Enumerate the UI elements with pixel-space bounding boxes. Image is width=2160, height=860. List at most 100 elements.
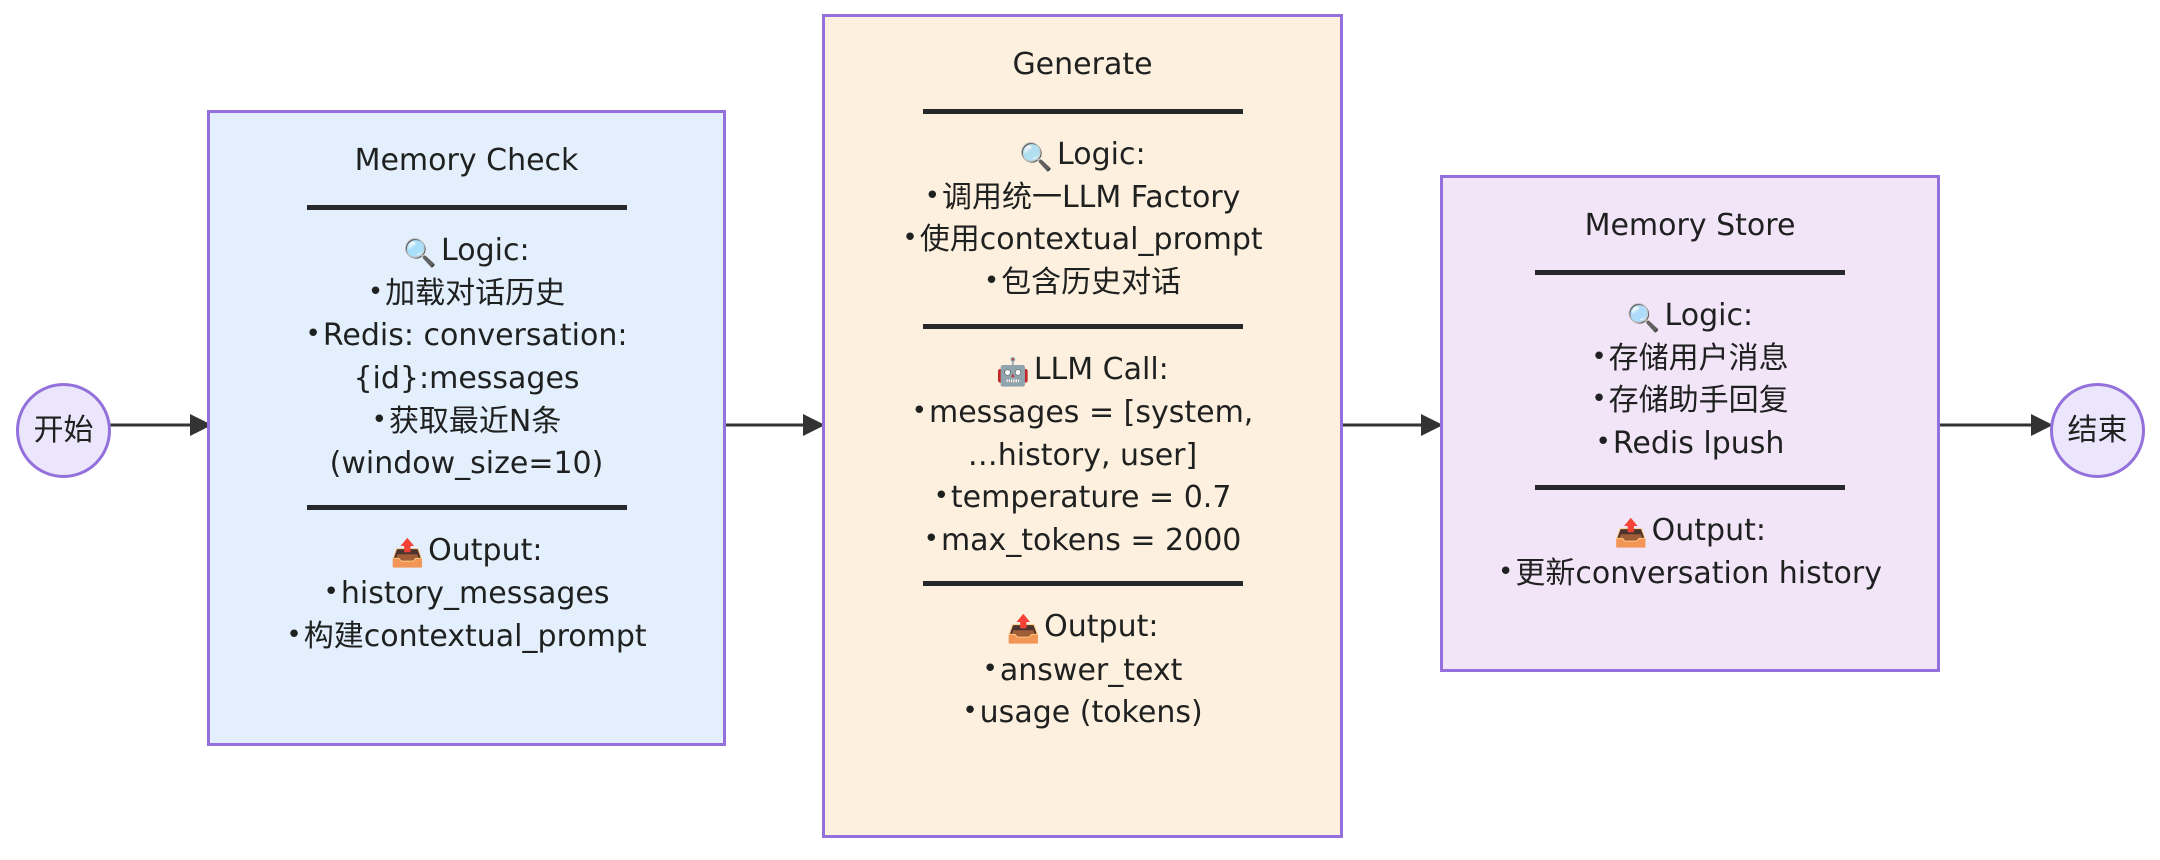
list-item: •存储用户消息 (1453, 338, 1927, 381)
list-item-text: 更新conversation history (1515, 555, 1882, 591)
bullet-icon: • (902, 223, 918, 254)
node-memory-check[interactable]: Memory Check 🔍Logic: •加载对话历史 •Redis: con… (207, 110, 726, 746)
list-item: •加载对话历史 (220, 273, 713, 316)
edge-memory-check-to-generate (723, 414, 825, 436)
node-memory-store[interactable]: Memory Store 🔍Logic: •存储用户消息 •存储助手回复 •Re… (1440, 175, 1940, 672)
outbox-tray-icon: 📤 (390, 537, 425, 569)
list-item: •usage (tokens) (835, 692, 1330, 735)
list-item-text: messages = [system, …history, user] (928, 394, 1254, 473)
list-item-text: 构建contextual_prompt (303, 618, 647, 654)
list-item: •history_messages (220, 573, 713, 616)
list-item: •获取最近N条 (window_size=10) (220, 401, 713, 486)
bullet-icon: • (286, 619, 302, 650)
memory-store-output-heading-label: Output: (1651, 512, 1766, 548)
generate-output-heading: 📤Output: (835, 606, 1330, 649)
node-memory-check-divider-1 (306, 204, 627, 210)
memory-store-output-heading: 📤Output: (1453, 510, 1927, 553)
bullet-icon: • (911, 395, 927, 426)
list-item: •使用contextual_prompt (835, 219, 1330, 262)
magnifier-icon: 🔍 (403, 237, 438, 269)
node-generate[interactable]: Generate 🔍Logic: •调用统一LLM Factory •使用con… (822, 14, 1343, 838)
node-generate-divider-1 (922, 108, 1243, 114)
list-item-text: 存储助手回复 (1608, 383, 1789, 419)
list-item: •更新conversation history (1453, 553, 1927, 596)
node-memory-store-divider-1 (1535, 269, 1845, 275)
list-item-text: usage (tokens) (979, 695, 1203, 731)
outbox-tray-icon: 📤 (1006, 614, 1041, 646)
bullet-icon: • (371, 404, 387, 435)
list-item-text: history_messages (340, 576, 610, 612)
list-item: •构建contextual_prompt (220, 616, 713, 659)
list-item-text: temperature = 0.7 (950, 480, 1232, 516)
node-memory-store-title: Memory Store (1584, 208, 1796, 243)
list-item: •Redis lpush (1453, 423, 1927, 466)
node-memory-check-divider-2 (306, 504, 627, 510)
edge-generate-to-memory-store (1340, 414, 1443, 436)
bullet-icon: • (323, 577, 339, 608)
end-node-label: 结束 (2067, 412, 2128, 448)
memory-check-output-list: •history_messages •构建contextual_prompt (220, 573, 713, 658)
memory-check-logic-list: •加载对话历史 •Redis: conversation: {id}:messa… (220, 273, 713, 486)
bullet-icon: • (1591, 384, 1607, 415)
memory-store-output-list: •更新conversation history (1453, 553, 1927, 596)
generate-llmcall-list: •messages = [system, …history, user] •te… (835, 392, 1330, 562)
bullet-icon: • (924, 180, 940, 211)
list-item-text: 获取最近N条 (window_size=10) (329, 403, 604, 482)
bullet-icon: • (933, 481, 949, 512)
generate-llmcall-heading-label: LLM Call: (1033, 351, 1169, 387)
list-item-text: Redis lpush (1612, 426, 1785, 462)
memory-check-output-heading-label: Output: (428, 532, 543, 568)
edge-start-to-memory-check (108, 414, 212, 436)
list-item-text: 调用统一LLM Factory (941, 179, 1241, 215)
edge-memory-store-to-end (1937, 414, 2053, 436)
node-generate-divider-3 (922, 581, 1243, 587)
list-item: •调用统一LLM Factory (835, 177, 1330, 220)
list-item: •messages = [system, …history, user] (835, 392, 1330, 477)
list-item-text: max_tokens = 2000 (940, 522, 1242, 558)
list-item-text: 包含历史对话 (1001, 265, 1182, 301)
list-item: •max_tokens = 2000 (835, 520, 1330, 563)
bullet-icon: • (923, 523, 939, 554)
memory-check-output-heading: 📤Output: (220, 530, 713, 573)
bullet-icon: • (1595, 427, 1611, 458)
memory-store-logic-heading: 🔍Logic: (1453, 295, 1927, 338)
bullet-icon: • (367, 276, 384, 307)
bullet-icon: • (962, 696, 978, 727)
generate-output-heading-label: Output: (1044, 609, 1159, 645)
robot-icon: 🤖 (996, 356, 1030, 388)
list-item-text: 使用contextual_prompt (919, 222, 1263, 258)
list-item-text: 存储用户消息 (1608, 340, 1789, 376)
list-item: •存储助手回复 (1453, 380, 1927, 423)
start-node-label: 开始 (33, 412, 94, 448)
node-generate-title: Generate (1012, 47, 1153, 82)
node-memory-check-title: Memory Check (354, 143, 579, 178)
list-item-text: 加载对话历史 (385, 275, 566, 311)
list-item: •temperature = 0.7 (835, 477, 1330, 520)
generate-llmcall-heading: 🤖LLM Call: (835, 349, 1330, 392)
generate-logic-list: •调用统一LLM Factory •使用contextual_prompt •包… (835, 177, 1330, 305)
outbox-tray-icon: 📤 (1614, 517, 1648, 549)
end-node[interactable]: 结束 (2050, 383, 2145, 478)
bullet-icon: • (983, 266, 1000, 297)
memory-check-logic-heading: 🔍Logic: (220, 230, 713, 273)
magnifier-icon: 🔍 (1626, 302, 1661, 334)
list-item-text: answer_text (999, 652, 1183, 688)
list-item: •answer_text (835, 650, 1330, 693)
memory-store-logic-heading-label: Logic: (1664, 297, 1754, 333)
magnifier-icon: 🔍 (1019, 141, 1054, 173)
node-memory-store-divider-2 (1535, 484, 1845, 490)
bullet-icon: • (1591, 341, 1607, 372)
bullet-icon: • (982, 653, 998, 684)
node-generate-divider-2 (922, 323, 1243, 329)
generate-logic-heading: 🔍Logic: (835, 134, 1330, 177)
bullet-icon: • (305, 319, 321, 350)
list-item-text: Redis: conversation: {id}:messages (322, 318, 628, 397)
list-item: •Redis: conversation: {id}:messages (220, 315, 713, 400)
generate-output-list: •answer_text •usage (tokens) (835, 650, 1330, 735)
bullet-icon: • (1498, 556, 1514, 587)
memory-check-logic-heading-label: Logic: (441, 232, 530, 268)
generate-logic-heading-label: Logic: (1057, 136, 1146, 172)
memory-store-logic-list: •存储用户消息 •存储助手回复 •Redis lpush (1453, 338, 1927, 466)
start-node[interactable]: 开始 (16, 383, 111, 478)
